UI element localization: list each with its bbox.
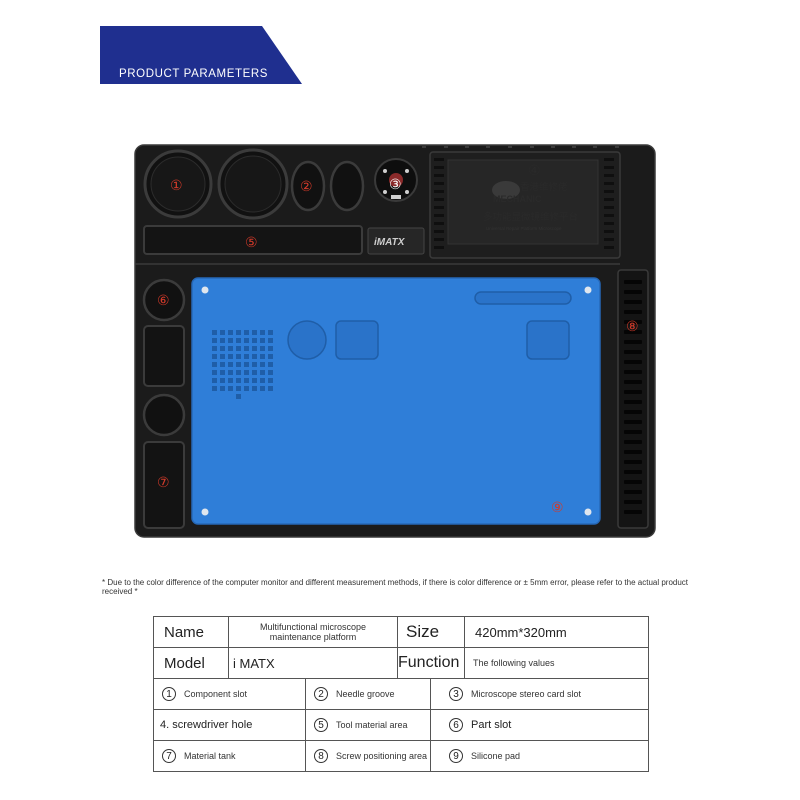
marker-5: ⑤ <box>245 234 258 250</box>
size-label: Size <box>406 622 440 641</box>
model-value: i MATX <box>233 655 275 671</box>
brand-subtitle: Universal Repair Platform Microscope <box>486 226 562 231</box>
model-label: Model <box>164 654 205 672</box>
section-banner: PRODUCT PARAMETERS <box>100 26 302 84</box>
parameter-table: Name Multifunctional microscope maintena… <box>153 616 649 772</box>
marker-1: ① <box>170 177 183 193</box>
table-item-2: 2 Needle groove <box>305 678 431 710</box>
size-value-cell: 420mm*320mm <box>464 616 649 648</box>
brand-chinese-title: 多功能显微镜维修平台 <box>483 211 578 223</box>
item-number-badge: 2 <box>314 687 328 701</box>
item-label: Material tank <box>184 751 236 761</box>
table-item-9: 9 Silicone pad <box>430 740 649 772</box>
table-item-5: 5 Tool material area <box>305 709 431 741</box>
banner-title: PRODUCT PARAMETERS <box>119 68 269 80</box>
size-value: 420mm*320mm <box>475 624 567 640</box>
item-number-badge: 9 <box>449 749 463 763</box>
name-value: Multifunctional microscope maintenance p… <box>259 622 367 642</box>
marker-8: ⑧ <box>626 318 639 334</box>
item-number-badge: 8 <box>314 749 328 763</box>
function-value: The following values <box>473 658 555 668</box>
product-image: iMATX 香港维修佬 MECHANIC 多功能显微镜维修平台 Universa… <box>130 140 660 540</box>
table-item-6: 6 Part slot <box>430 709 649 741</box>
size-label-cell: Size <box>397 616 465 648</box>
item-label: Needle groove <box>336 689 395 699</box>
marker-9: ⑨ <box>551 499 564 515</box>
model-label-cell: Model <box>153 647 229 679</box>
brand-name: MECHANIC <box>493 194 542 204</box>
name-value-cell: Multifunctional microscope maintenance p… <box>228 616 398 648</box>
color-disclaimer: * Due to the color difference of the com… <box>102 578 689 596</box>
item-label: Part slot <box>471 719 512 731</box>
silicone-pad <box>191 277 601 525</box>
table-item-1: 1 Component slot <box>153 678 306 710</box>
marker-7: ⑦ <box>157 474 170 490</box>
function-value-cell: The following values <box>464 647 649 679</box>
item-number-badge: 3 <box>449 687 463 701</box>
marker-2: ② <box>300 178 313 194</box>
item-label: Screw positioning area <box>336 751 428 761</box>
item-number-badge: 1 <box>162 687 176 701</box>
item-label: Component slot <box>184 689 248 699</box>
function-label-cell: Function <box>397 647 465 679</box>
item-number-badge: 5 <box>314 718 328 732</box>
brand-chinese-logo: 香港维修佬 <box>520 181 568 193</box>
screw-grid <box>212 330 273 399</box>
marker-3: ③ <box>389 176 402 192</box>
name-label: Name <box>164 623 205 641</box>
item-label: Microscope stereo card slot <box>471 689 582 699</box>
logo-text: iMATX <box>374 237 406 248</box>
item-label: Tool material area <box>336 720 408 730</box>
table-item-8: 8 Screw positioning area <box>305 740 431 772</box>
banner-shape <box>100 26 302 84</box>
function-label: Function <box>398 654 460 671</box>
name-label-cell: Name <box>153 616 229 648</box>
item-label: Silicone pad <box>471 751 521 761</box>
marker-4: ④ <box>528 162 541 178</box>
marker-6: ⑥ <box>157 292 170 308</box>
item-number-badge: 6 <box>449 718 463 732</box>
item-label: 4. screwdriver hole <box>160 719 253 731</box>
repair-platform-illustration: iMATX 香港维修佬 MECHANIC 多功能显微镜维修平台 Universa… <box>134 144 656 538</box>
item-number-badge: 7 <box>162 749 176 763</box>
model-value-cell: i MATX <box>228 647 398 679</box>
table-item-3: 3 Microscope stereo card slot <box>430 678 649 710</box>
table-item-7: 7 Material tank <box>153 740 306 772</box>
table-item-4: 4. screwdriver hole <box>153 709 306 741</box>
